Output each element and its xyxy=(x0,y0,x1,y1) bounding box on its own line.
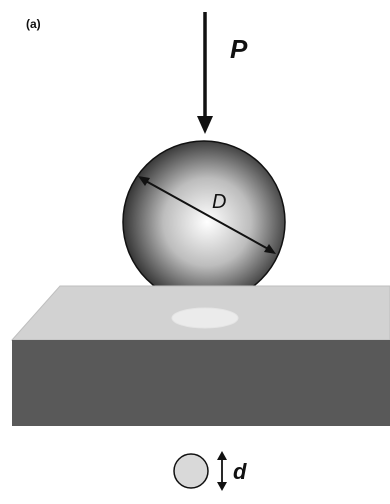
block-front-face xyxy=(12,340,390,426)
panel-label: (a) xyxy=(26,17,41,31)
diameter-arrow-icon xyxy=(138,176,276,254)
double-arrow-icon xyxy=(217,451,227,491)
indent-circle-icon xyxy=(173,453,209,489)
diameter-label: D xyxy=(212,191,226,213)
down-arrow-icon xyxy=(197,12,213,134)
load-label: P xyxy=(230,34,248,64)
indent-label: d xyxy=(233,459,247,484)
sphere-icon xyxy=(122,140,286,304)
indentation-mark xyxy=(171,307,239,329)
